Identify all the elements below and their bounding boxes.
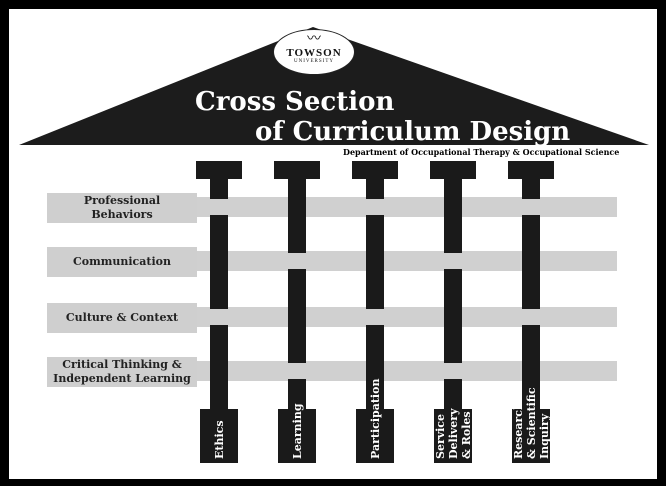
slide-frame: 〰 TOWSON UNIVERSITY Cross Section of Cur…	[8, 8, 658, 480]
curriculum-diagram	[47, 161, 617, 463]
beam-crossing	[288, 253, 306, 269]
beam-crossing	[288, 363, 306, 379]
pillar-label-line: Inquiry	[537, 413, 551, 459]
beam-label-line: Culture & Context	[65, 311, 179, 324]
pillar-label: Participation	[369, 379, 382, 459]
beam-crossing	[210, 309, 228, 325]
pillar-label-line: & Roles	[459, 411, 473, 459]
beam-label-line: Professional	[83, 194, 161, 207]
beam-crossing	[366, 199, 384, 215]
beam-crossing	[210, 199, 228, 215]
pillar-label-line: Research	[511, 402, 525, 459]
beam-label: Culture & Context	[47, 311, 197, 325]
beam-crossing	[444, 253, 462, 269]
beam-label-line: Communication	[73, 255, 171, 268]
beam-label-panel	[47, 303, 197, 333]
beam-label-line: Behaviors	[91, 208, 153, 221]
beam-label: Communication	[47, 255, 197, 269]
title-line-1: Cross Section	[195, 87, 395, 117]
logo-name: TOWSON	[286, 47, 342, 59]
beam-crossing	[444, 363, 462, 379]
pillar	[274, 161, 320, 463]
beam-crossing	[366, 309, 384, 325]
beam-label-panel	[47, 357, 197, 387]
pillar-label-line: Service	[433, 413, 447, 459]
pillar-label-line: & Scientific	[524, 387, 538, 459]
pillar-label-line: Participation	[368, 378, 382, 459]
title-line-2: of Curriculum Design	[255, 117, 571, 147]
beam-label: Critical Thinking &Independent Learning	[47, 358, 197, 386]
pillar	[430, 161, 476, 463]
logo-subtitle: UNIVERSITY	[294, 59, 334, 64]
beam-label-line: Critical Thinking &	[62, 358, 182, 371]
pillar-label: Ethics	[213, 420, 226, 459]
pillar-label-line: Delivery	[446, 408, 460, 459]
beam	[197, 251, 617, 271]
pillar-label-line: Ethics	[212, 420, 226, 459]
beam-label-line: Independent Learning	[53, 372, 191, 385]
towson-logo: 〰 TOWSON UNIVERSITY	[273, 29, 355, 75]
beam	[197, 307, 617, 327]
tiger-icon: 〰	[307, 32, 321, 47]
pillar-label-line: Learning	[290, 403, 304, 459]
beam	[197, 197, 617, 217]
beam-label-panel	[47, 193, 197, 223]
pillar-label: Learning	[291, 403, 304, 459]
beam-crossing	[522, 309, 540, 325]
beam-crossing	[522, 199, 540, 215]
beam	[197, 361, 617, 381]
beam-label-panel	[47, 247, 197, 277]
roof-triangle	[19, 27, 649, 145]
department-name: Department of Occupational Therapy & Occ…	[343, 147, 620, 157]
